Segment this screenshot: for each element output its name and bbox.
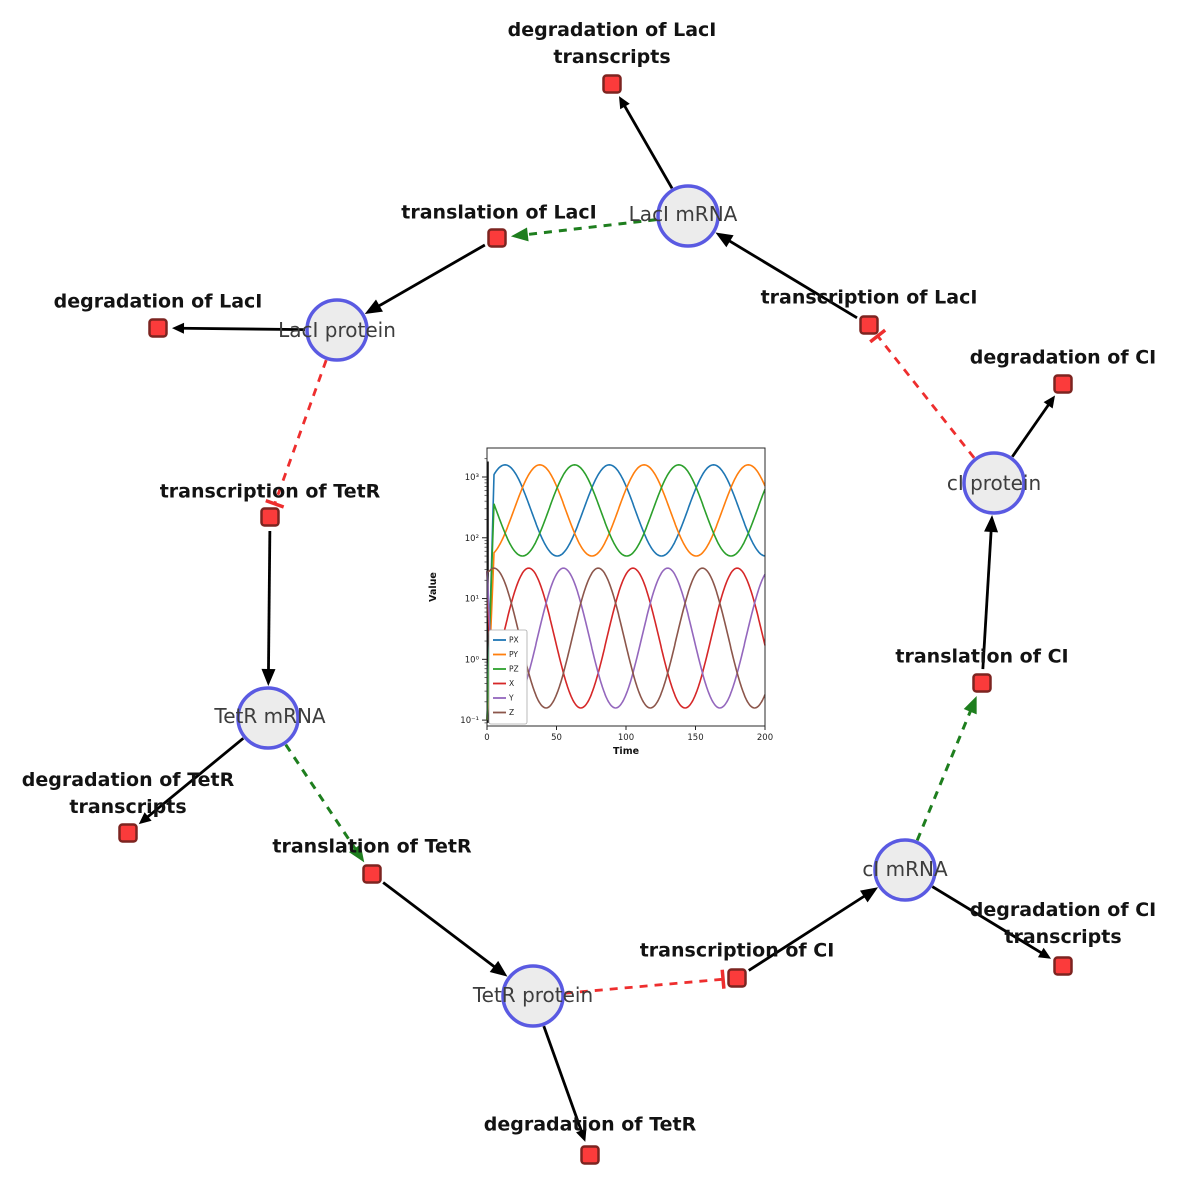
- arrowhead-catalysis: [348, 844, 365, 863]
- series-line-X: [486, 567, 766, 709]
- edge-consumption-laci_mrna-deg_laci_tx: [622, 103, 674, 189]
- x-tick-label: 0: [484, 733, 489, 743]
- arrowhead-production: [261, 668, 276, 687]
- x-tick-label: 50: [551, 733, 562, 743]
- arrowhead-production: [984, 514, 999, 533]
- inset-chart: 10⁻¹ 10⁰ 10¹ 10² 10³ 0 50 100 150 200 PX PY PZ XYZ Ti…: [428, 447, 773, 757]
- edge-production-tl_ci-ci_protein: [981, 528, 993, 670]
- y-tick-label: 10¹: [465, 595, 479, 605]
- reaction-node-tx_tetr[interactable]: [260, 507, 280, 527]
- y-tick-label: 10⁻¹: [460, 716, 479, 726]
- reaction-node-tl_tetr[interactable]: [362, 864, 382, 884]
- reaction-node-tx_laci[interactable]: [859, 315, 879, 335]
- arrowhead-consumption: [1037, 947, 1052, 959]
- x-axis-label: Time: [613, 746, 639, 757]
- reaction-node-tl_laci[interactable]: [487, 228, 507, 248]
- species-node-ci_mrna[interactable]: [873, 838, 937, 902]
- edge-consumption-tetr_mrna-deg_tetr_tx: [144, 737, 245, 820]
- edge-inhibition-laci_protein-tx_tetr: [273, 359, 328, 505]
- species-node-laci_mrna[interactable]: [656, 184, 720, 248]
- reaction-node-deg_ci[interactable]: [1053, 374, 1073, 394]
- edge-production-tx_tetr-tetr_mrna: [267, 530, 272, 673]
- arrowhead-production: [364, 299, 383, 315]
- arrowhead-production: [489, 960, 508, 977]
- y-tick-label: 10³: [465, 473, 479, 483]
- inhibition-tbar: [265, 498, 285, 509]
- x-tick-label: 200: [757, 733, 773, 743]
- arrowhead-consumption: [576, 1128, 587, 1142]
- edge-consumption-laci_protein-deg_laci: [180, 326, 306, 332]
- series-line-PY: [486, 463, 766, 721]
- legend-label-PX: PX: [509, 636, 519, 645]
- axes-box: [486, 447, 766, 727]
- reaction-node-deg_ci_tx[interactable]: [1053, 956, 1073, 976]
- legend-label-Y: Y: [508, 694, 514, 703]
- edge-production-tx_laci-laci_mrna: [726, 238, 858, 319]
- y-tick-label: 10⁰: [465, 655, 480, 665]
- arrowhead-catalysis: [963, 695, 977, 715]
- series-line-Z: [486, 567, 766, 709]
- reaction-node-tl_ci[interactable]: [972, 673, 992, 693]
- series-line-PX: [486, 463, 766, 721]
- x-tick-label: 150: [687, 733, 703, 743]
- series-line-PZ: [486, 463, 766, 721]
- edge-production-tl_tetr-tetr_protein: [382, 881, 498, 970]
- arrowhead-consumption: [618, 96, 630, 110]
- arrowhead-consumption: [138, 812, 152, 825]
- edge-inhibition-tetr_protein-tx_ci: [564, 977, 724, 995]
- chart-background: [487, 448, 765, 726]
- arrowhead-production: [859, 887, 879, 903]
- edge-consumption-ci_mrna-deg_ci_tx: [931, 885, 1045, 956]
- inhibition-tbar: [869, 328, 887, 344]
- legend-label-PZ: PZ: [509, 665, 519, 674]
- y-axis-label: Value: [428, 572, 439, 602]
- species-node-tetr_mrna[interactable]: [236, 686, 300, 750]
- arrowhead-catalysis: [510, 227, 529, 242]
- edge-catalysis-tetr_mrna-tl_tetr: [284, 743, 358, 852]
- edge-layer: [138, 96, 1055, 1142]
- reaction-node-tx_ci[interactable]: [727, 968, 747, 988]
- arrowhead-consumption: [171, 322, 185, 334]
- legend-label-X: X: [509, 679, 514, 688]
- edge-inhibition-ci_protein-tx_laci: [876, 335, 976, 459]
- species-node-tetr_protein[interactable]: [501, 964, 565, 1028]
- chart-plot-area: 10⁻¹ 10⁰ 10¹ 10² 10³ 0 50 100 150 200 PX PY PZ XYZ: [460, 447, 773, 743]
- legend-label-PY: PY: [509, 650, 518, 659]
- reaction-node-deg_tetr_tx[interactable]: [118, 823, 138, 843]
- edge-production-tl_laci-laci_protein: [376, 243, 486, 309]
- edge-production-tx_ci-ci_mrna: [748, 893, 868, 972]
- edge-consumption-tetr_protein-deg_tetr: [542, 1025, 584, 1134]
- legend-label-Z: Z: [509, 708, 514, 717]
- legend-box: [488, 629, 528, 725]
- inhibition-tbar: [720, 969, 726, 989]
- x-tick-label: 100: [618, 733, 634, 743]
- series-line-Y: [486, 567, 766, 709]
- edge-catalysis-laci_mrna-tl_laci: [524, 218, 657, 237]
- reaction-node-deg_laci[interactable]: [148, 318, 168, 338]
- y-tick-label: 10²: [465, 534, 479, 544]
- arrowhead-production: [715, 232, 734, 248]
- species-node-laci_protein[interactable]: [305, 298, 369, 362]
- node-layer: [118, 74, 1073, 1165]
- reaction-node-deg_tetr[interactable]: [580, 1145, 600, 1165]
- arrowhead-consumption: [1043, 395, 1055, 409]
- edge-consumption-ci_protein-deg_ci: [1011, 402, 1051, 458]
- species-node-ci_protein[interactable]: [962, 451, 1026, 515]
- reaction-node-deg_laci_tx[interactable]: [602, 74, 622, 94]
- edge-catalysis-ci_mrna-tl_ci: [915, 708, 973, 841]
